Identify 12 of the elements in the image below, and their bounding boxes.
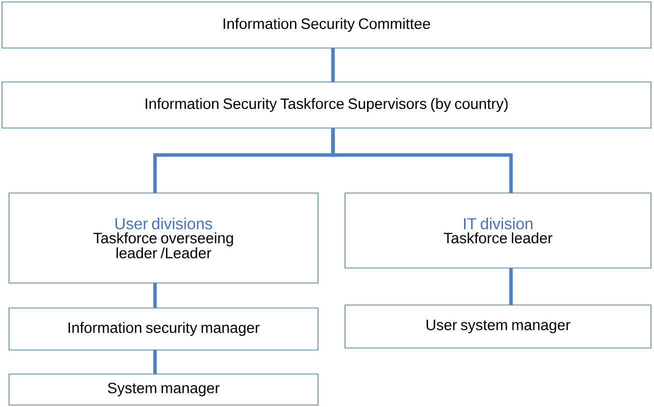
division-box: User divisions Taskforce overseeing leader /Leader [8,192,318,284]
connector-line [331,128,513,193]
role-box: Information Security Taskforce Supervisors (by country) [2,82,652,128]
connector-line [153,283,157,308]
division-box: IT division Taskforce leader [344,192,652,268]
role-box: User system manager [344,304,652,348]
role-box: Information security manager [8,308,318,350]
connector-line [331,48,335,82]
role-box: Information Security Committee [2,2,652,48]
role-box: System manager [8,374,318,406]
connector-line [153,350,157,374]
connector-line [509,268,513,305]
